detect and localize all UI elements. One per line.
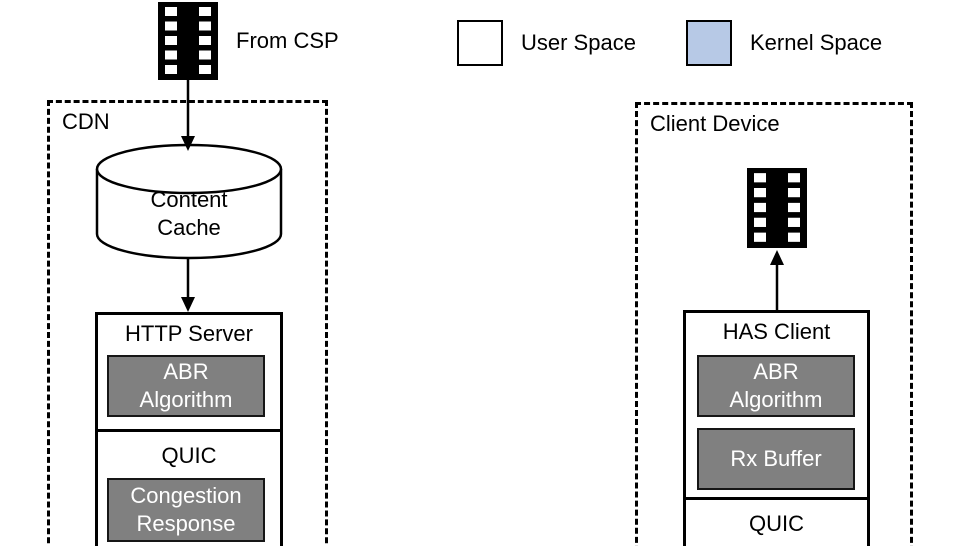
abr-algorithm-box-client: ABR Algorithm [697,355,855,417]
content-cache-line1: Content [150,187,228,212]
quic-label-cdn: QUIC [161,443,217,468]
client-device-label: Client Device [650,111,780,136]
http-server-label: HTTP Server [125,321,253,346]
quic-box-cdn: QUIC Congestion Response [95,429,283,546]
content-cache-cylinder [93,142,285,267]
content-cache-line2: Cache [157,215,221,240]
abr-algorithm-line2: Algorithm [139,387,233,412]
film-strip-icon [158,2,218,85]
quic-label-client: QUIC [749,511,804,536]
quic-box-client: QUIC [683,497,870,546]
abr-algorithm-box-cdn: ABR Algorithm [107,355,265,417]
rx-buffer-label: Rx Buffer [730,446,822,471]
congestion-response-line1: Congestion [130,483,242,508]
user-space-swatch [457,20,503,66]
abr-algorithm-line1: ABR [163,359,209,384]
http-server-box: HTTP Server ABR Algorithm [95,312,283,432]
has-client-box: HAS Client ABR Algorithm Rx Buffer [683,310,870,500]
congestion-response-box: Congestion Response [107,478,265,542]
from-csp-label: From CSP [236,28,339,53]
has-client-label: HAS Client [722,319,831,344]
abr-algorithm-line2: Algorithm [729,387,823,412]
content-cache-label: Content Cache [95,186,283,242]
congestion-response-line2: Response [136,511,236,536]
rx-buffer-box: Rx Buffer [697,428,855,490]
client-device-group-box [635,102,913,546]
user-space-label: User Space [521,30,636,55]
kernel-space-label: Kernel Space [750,30,883,55]
cdn-label: CDN [62,109,110,134]
kernel-space-swatch [686,20,732,66]
film-strip-icon [747,168,807,253]
abr-algorithm-line1: ABR [753,359,799,384]
